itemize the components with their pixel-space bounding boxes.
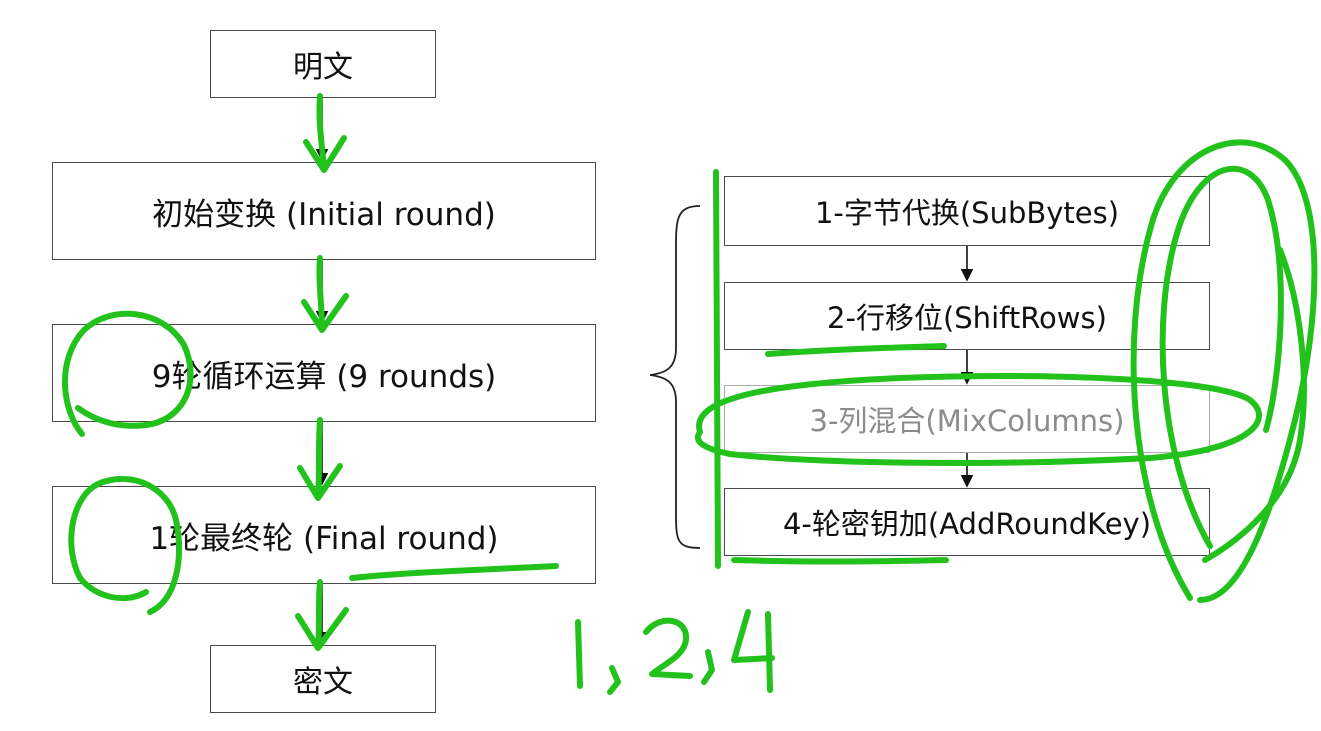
initial-round-box: 初始变换 (Initial round) [52,162,596,260]
ink-arrow-3 [297,417,343,501]
ink-loop-right-1 [1130,139,1318,603]
curly-brace [649,205,701,549]
step-shiftrows-label: 2-行移位(ShiftRows) [827,301,1107,335]
ink-underline-final [349,563,559,581]
step-addroundkey-label: 4-轮密钥加(AddRoundKey) [782,507,1152,541]
ink-circle-nine [62,310,194,437]
step-mixcolumns-box: 3-列混合(MixColumns) [724,385,1210,453]
ink-comma-1 [607,665,621,695]
ink-vertical-line [713,169,721,569]
step-subbytes-box: 1-字节代换(SubBytes) [724,176,1210,246]
step-subbytes-label: 1-字节代换(SubBytes) [814,196,1120,230]
step-shiftrows-box: 2-行移位(ShiftRows) [724,282,1210,350]
final-round-label: 1轮最终轮 (Final round) [149,520,499,557]
step-addroundkey-box: 4-轮密钥加(AddRoundKey) [724,488,1210,556]
ink-arrow-4 [295,579,349,651]
plaintext-label: 明文 [293,50,353,85]
step-mixcolumns-label: 3-列混合(MixColumns) [809,404,1125,438]
ink-digit-1 [575,619,583,689]
ciphertext-box: 密文 [210,645,436,713]
ink-oval-mixcolumns [694,373,1262,466]
ink-arrow-2 [301,255,349,333]
ink-circle-one [68,475,182,615]
ink-underline-addroundkey [731,557,949,565]
nine-rounds-label: 9轮循环运算 (9 rounds) [151,358,497,395]
ink-arrow-1 [303,93,347,173]
ink-loop-right-3 [1202,247,1307,563]
plaintext-box: 明文 [210,30,436,98]
ink-comma-2 [701,649,715,685]
ciphertext-label: 密文 [293,665,353,700]
ink-digit-2 [643,617,693,679]
ink-underline-shiftrows [765,343,947,357]
ink-loop-right-2 [1159,165,1284,549]
initial-round-label: 初始变换 (Initial round) [152,196,496,233]
nine-rounds-box: 9轮循环运算 (9 rounds) [52,324,596,422]
ink-digit-4 [731,609,775,693]
